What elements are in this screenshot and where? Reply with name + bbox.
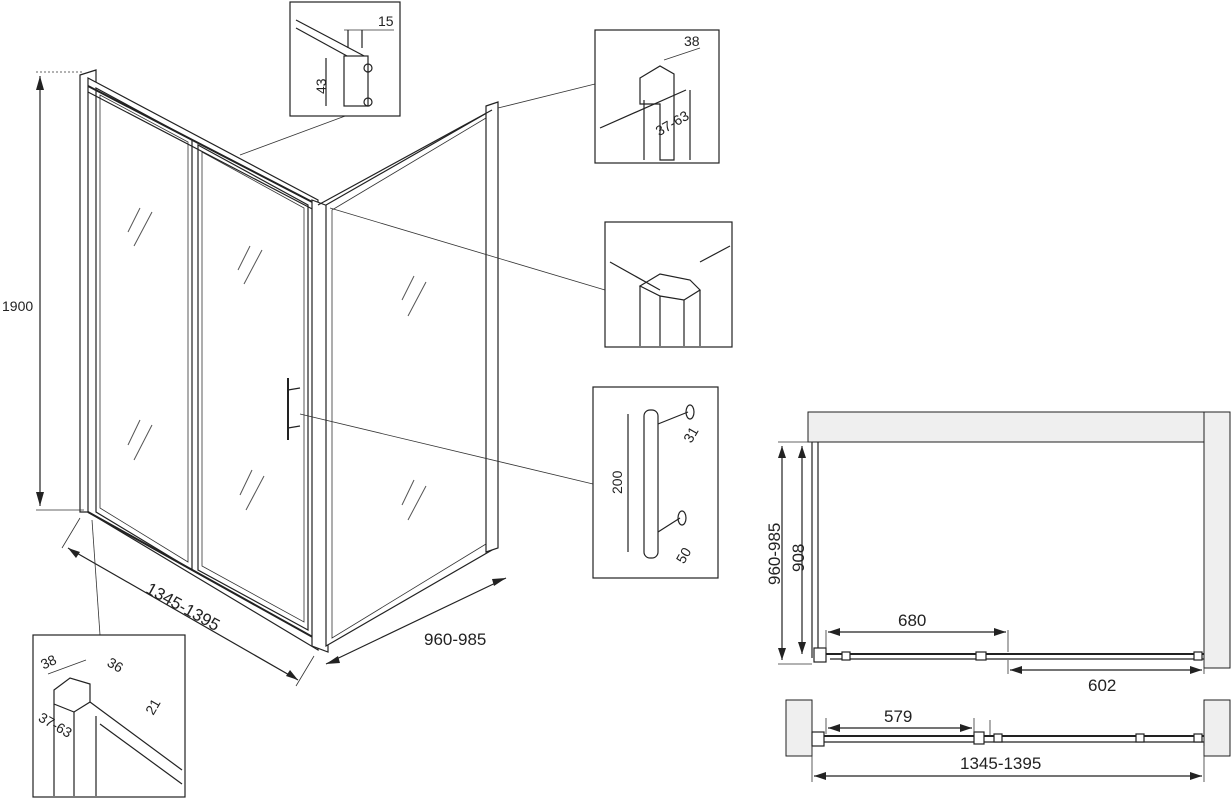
detail-bottom-profile: 38 36 37-63 21 [32,634,186,798]
bottom-d-label: 21 [142,696,164,718]
plan-view-top: 960-985 908 680 602 [765,411,1231,695]
handle-icon [287,378,301,440]
detail-corner-post [604,221,733,348]
top-rail-width-label: 15 [378,13,394,29]
plan-door-open-label: 680 [898,611,926,630]
detail-corner-profile: 38 37-63 [594,29,720,164]
top-rail-height-label: 43 [313,78,329,94]
depth-label: 960-985 [424,630,486,649]
handle-bottom-offset-label: 50 [673,544,695,566]
plan-depth-outer-label: 960-985 [765,523,784,585]
depth-dimension: 960-985 [325,577,507,665]
plan-depth-inner-label: 908 [789,544,808,572]
enclosure-isometric: 1900 1345-1395 960-985 [2,69,606,687]
plan-fixed-panel-label: 602 [1088,676,1116,695]
bottom-a-label: 38 [38,651,59,672]
height-label: 1900 [2,298,33,314]
handle-top-offset-label: 31 [680,424,702,446]
handle-length-label: 200 [609,470,625,494]
plan-view-bottom: 579 1345-1395 [785,699,1231,782]
height-dimension: 1900 [2,71,84,511]
plan-bottom-door-open-label: 579 [884,707,912,726]
width-label: 1345-1395 [143,579,223,635]
detail-handle: 200 31 50 [592,386,719,579]
bottom-b-label: 36 [105,654,127,676]
plan-bottom-width-label: 1345-1395 [960,754,1041,773]
corner-size-label: 38 [684,33,700,49]
glass-reflection-icon [127,207,427,521]
detail-top-rail: 15 43 [289,1,401,117]
